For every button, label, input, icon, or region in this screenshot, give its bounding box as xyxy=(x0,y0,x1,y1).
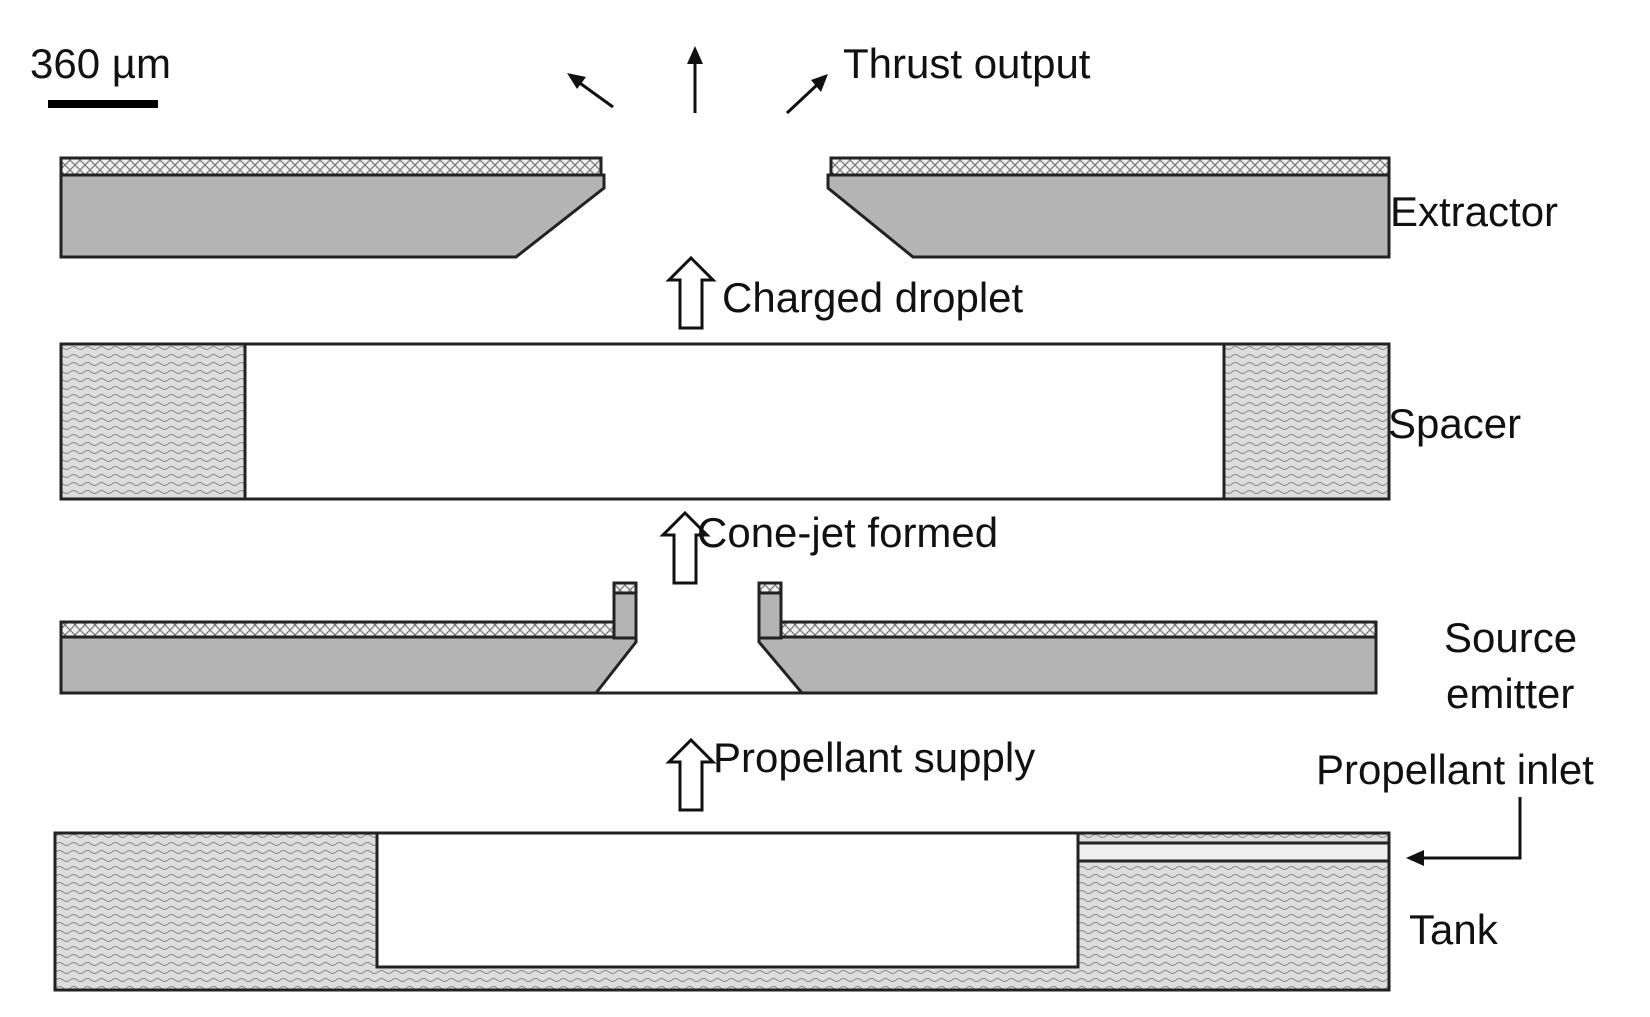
emitter-left-coating xyxy=(59,620,624,639)
emitter-left-tip-coating xyxy=(612,581,638,595)
spacer-layer xyxy=(59,342,1391,501)
thrust-output-label: Thrust output xyxy=(843,40,1091,87)
spacer-left-wall xyxy=(59,342,247,501)
spacer-frame xyxy=(59,342,1391,501)
extractor-right-body xyxy=(826,173,1391,259)
emitter-right-body xyxy=(757,632,1378,695)
emitter-right-coating xyxy=(771,620,1378,639)
tank-reservoir xyxy=(375,831,1080,969)
emitter-right-tip-coating xyxy=(757,581,783,595)
propellant-inlet-arrow xyxy=(1420,797,1522,860)
source-emitter-label-line2: emitter xyxy=(1446,670,1574,717)
propellant-supply-label: Propellant supply xyxy=(713,734,1035,781)
source-emitter-label-line1: Source xyxy=(1444,614,1577,661)
thrust-arrow-right xyxy=(785,82,820,115)
charged-droplet-label: Charged droplet xyxy=(722,274,1024,321)
extractor-left-coating xyxy=(59,156,603,177)
extractor-label: Extractor xyxy=(1390,188,1558,235)
propellant-inlet-label: Propellant inlet xyxy=(1316,746,1594,793)
thrust-arrow-center-head xyxy=(687,46,703,64)
charged-droplet-arrow xyxy=(665,255,717,330)
propellant-supply-arrow xyxy=(665,737,717,812)
thrust-arrow-left-head xyxy=(567,73,586,89)
spacer-label: Spacer xyxy=(1388,400,1521,447)
thrust-arrow-left xyxy=(576,79,614,109)
cone-jet-label: Cone-jet formed xyxy=(697,509,998,556)
tank-label: Tank xyxy=(1409,906,1499,953)
tank-inlet-channel xyxy=(1076,841,1391,863)
extractor-layer xyxy=(59,156,1391,259)
scale-bar xyxy=(48,100,158,108)
propellant-inlet-arrow-head xyxy=(1406,850,1424,866)
extractor-left-body xyxy=(59,173,606,259)
scale-bar-label: 360 µm xyxy=(30,40,171,87)
thrust-arrow-right-head xyxy=(811,74,828,92)
extractor-right-coating xyxy=(829,156,1391,177)
tank-layer xyxy=(53,831,1391,992)
thrust-arrows xyxy=(567,46,828,115)
spacer-right-wall xyxy=(1222,342,1391,501)
source-emitter-layer xyxy=(59,581,1378,695)
emitter-left-body xyxy=(59,632,638,695)
cone-jet-arrow xyxy=(659,510,711,585)
